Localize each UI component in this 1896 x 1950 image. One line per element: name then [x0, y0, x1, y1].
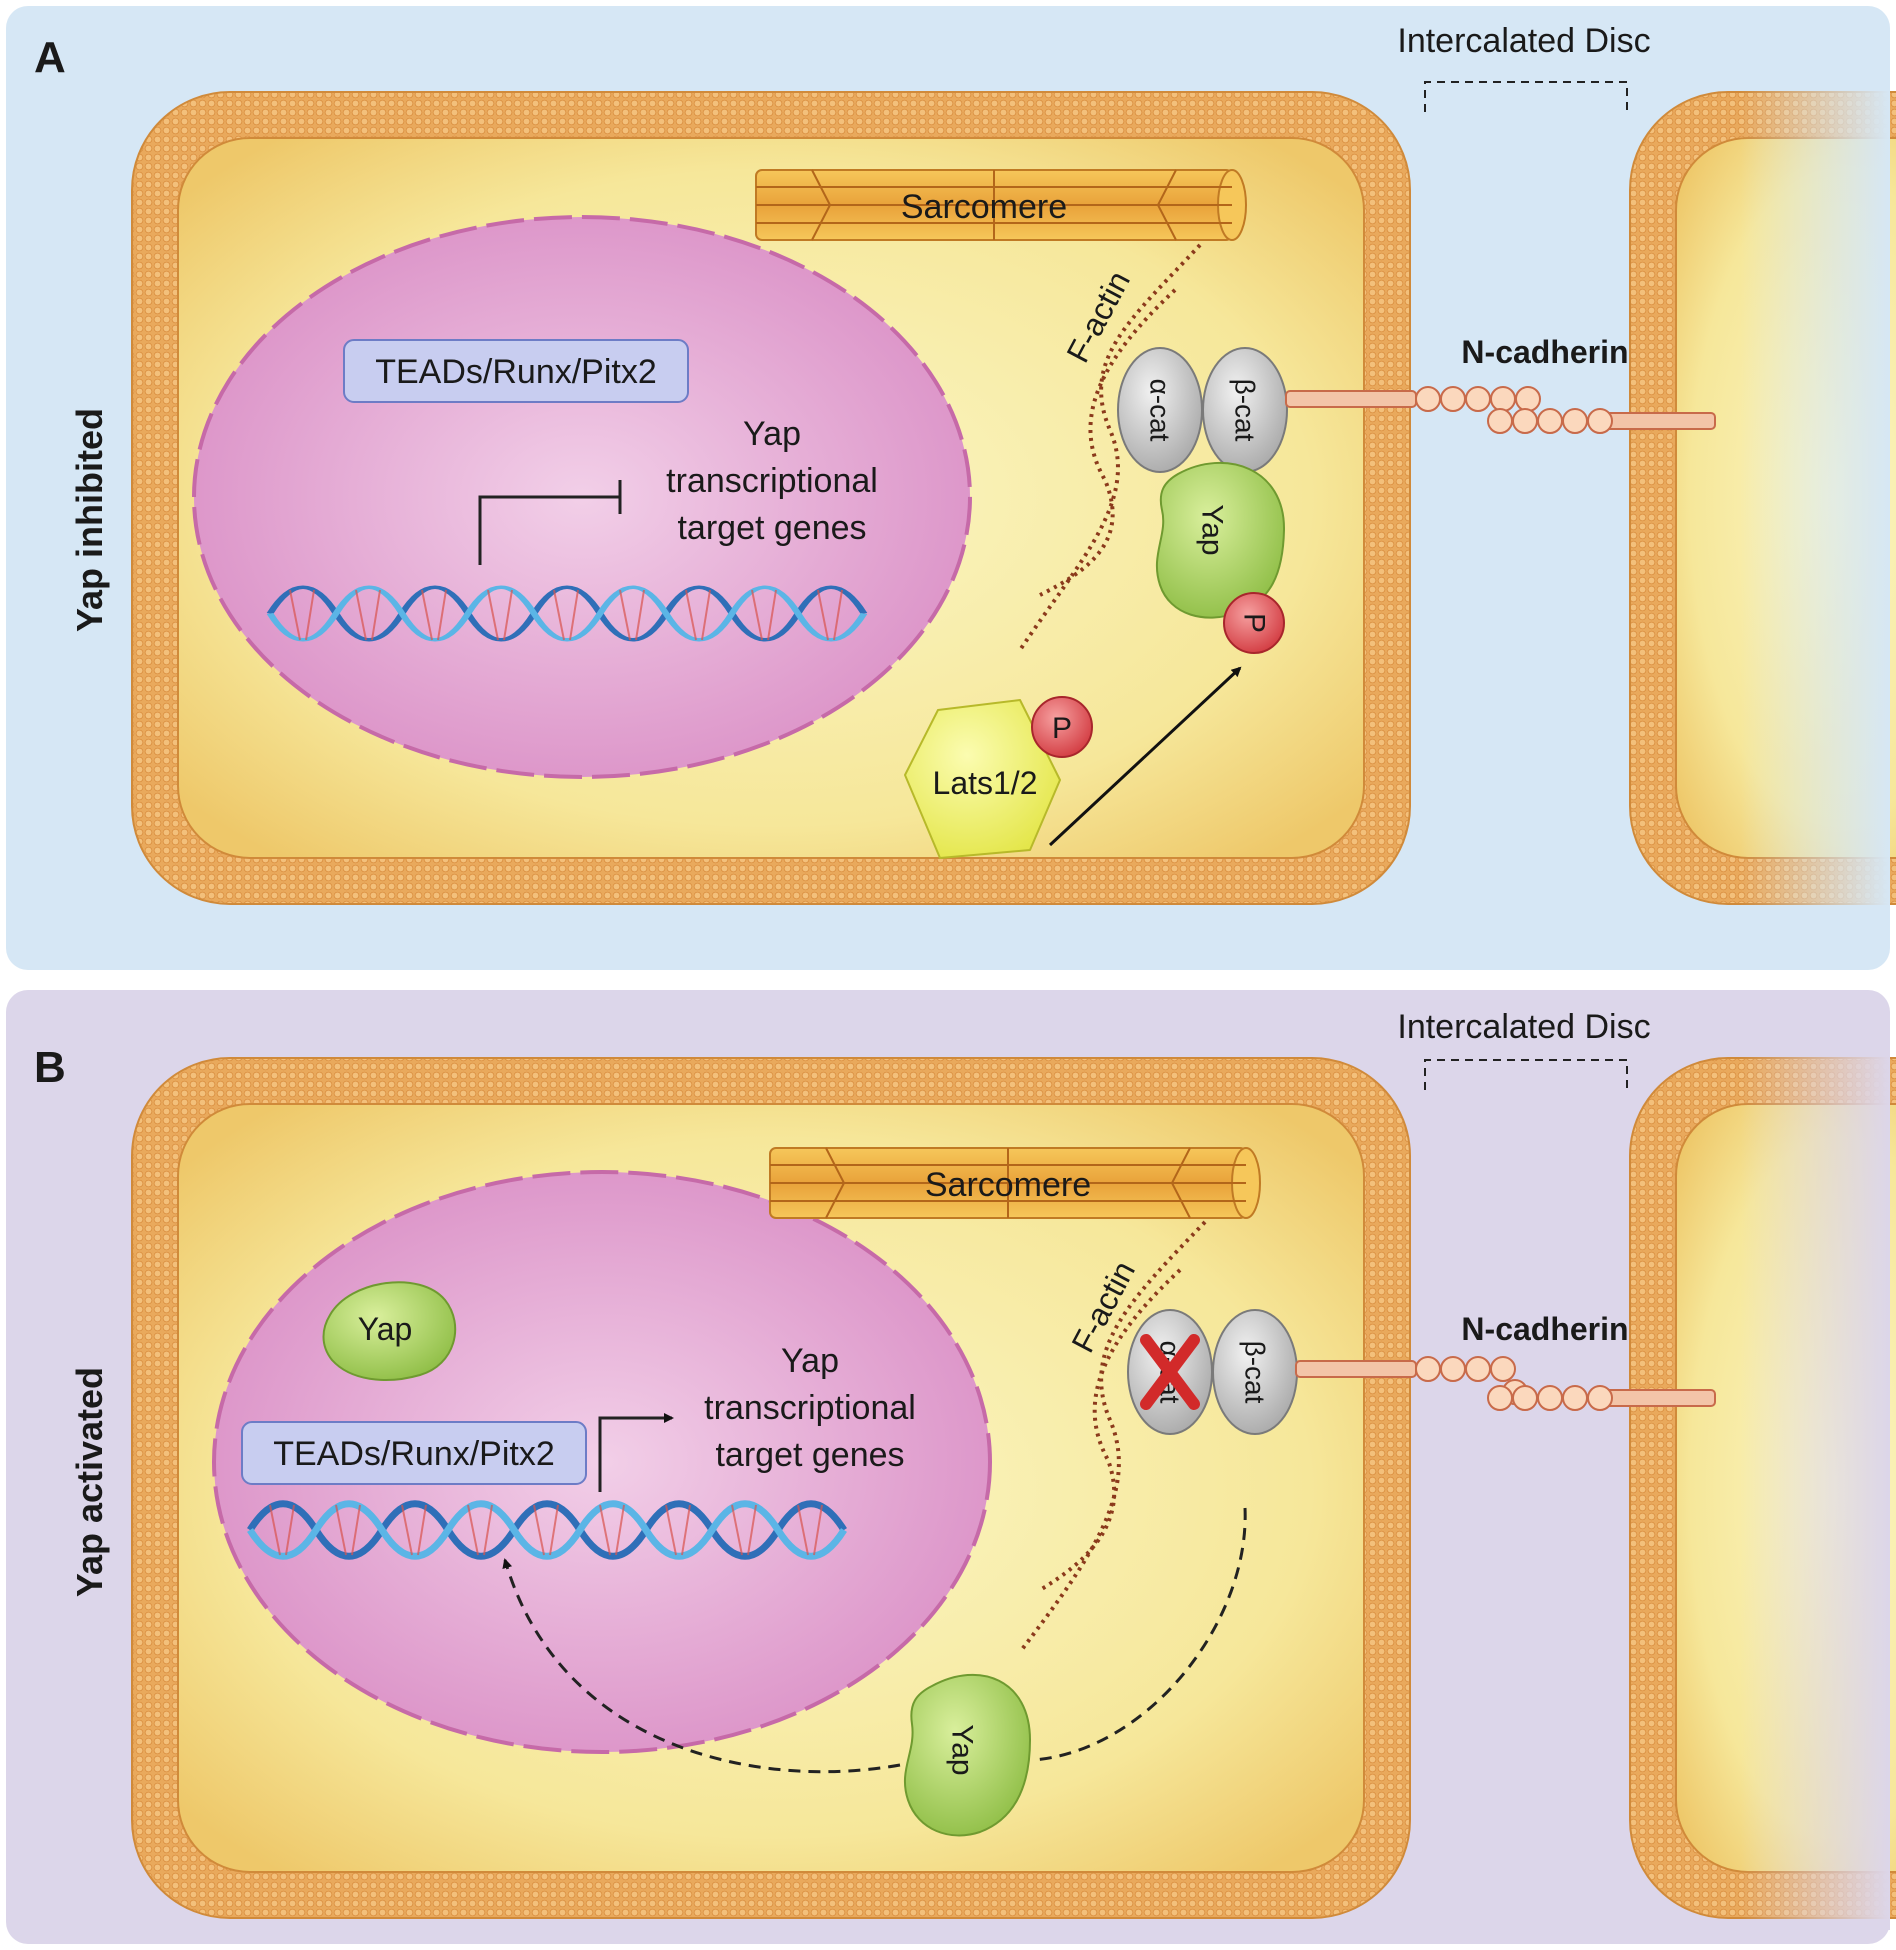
tead-factor-label: TEADs/Runx/Pitx2: [375, 353, 657, 391]
beta-catenin-b: β-cat: [1212, 1309, 1298, 1435]
panel-b: Yap TEADs/Runx/Pitx2 Yap transcriptional…: [6, 990, 1896, 1944]
alpha-catenin: α-cat: [1117, 347, 1203, 473]
deletion-cross-icon: [1140, 1334, 1200, 1410]
neighbor-cell-b: [1629, 1046, 1896, 1930]
dna-helix: [266, 585, 868, 642]
tead-factor-box-b: TEADs/Runx/Pitx2: [241, 1421, 587, 1485]
yap-cytoplasmic-label: Yap: [946, 1724, 979, 1775]
f-actin-filaments: [1018, 243, 1202, 652]
nuclear-translocation-path: [502, 1558, 901, 1774]
beta-catenin-label-b: β-cat: [1240, 1341, 1271, 1404]
phosphate-yap-label: P: [1238, 613, 1271, 633]
neighbor-cell: [1629, 80, 1896, 916]
inhibition-symbol: [478, 480, 622, 565]
phosphate-on-yap: P: [1223, 592, 1285, 654]
yap-protein-bound: Yap: [1155, 461, 1286, 619]
intercalated-disc-label-b: Intercalated Disc: [1397, 1008, 1650, 1046]
intercalated-disc-bracket: [1424, 81, 1628, 112]
f-actin-filaments-b: [1018, 1220, 1207, 1654]
target-genes-b-line2: transcriptional: [704, 1389, 916, 1427]
sarcomere-b: Sarcomere: [769, 1147, 1261, 1219]
beta-catenin-label: β-cat: [1230, 379, 1261, 442]
yap-nuclear: Yap: [322, 1281, 457, 1381]
activation-arrow: [598, 1413, 674, 1492]
sarcomere-label-b: Sarcomere: [925, 1166, 1091, 1204]
tead-factor-box: TEADs/Runx/Pitx2: [343, 339, 689, 403]
alpha-catenin-label: α-cat: [1145, 379, 1176, 442]
target-genes-line3: target genes: [677, 509, 866, 547]
target-genes-line2: transcriptional: [666, 462, 878, 500]
target-genes-line1: Yap: [743, 415, 801, 453]
panel-a-side-label: Yap inhibited: [69, 408, 110, 632]
phosphate-on-lats: P: [1031, 696, 1093, 758]
panel-a-letter: A: [34, 33, 66, 82]
panel-a: TEADs/Runx/Pitx2 Yap transcriptional tar…: [6, 6, 1896, 970]
lats-kinase: Lats1/2: [904, 699, 1061, 859]
n-cadherin-label: N-cadherin: [1461, 334, 1628, 370]
n-cadherin-b: [1295, 1356, 1716, 1411]
yap-nuclear-label: Yap: [358, 1311, 413, 1347]
lats-label: Lats1/2: [933, 765, 1038, 801]
sarcomere-label: Sarcomere: [901, 188, 1067, 226]
n-cadherin: [1285, 386, 1716, 434]
n-cadherin-label-b: N-cadherin: [1461, 1311, 1628, 1347]
intercalated-disc-label: Intercalated Disc: [1397, 22, 1650, 60]
beta-catenin: β-cat: [1202, 347, 1288, 473]
alpha-catenin-b: α-cat: [1127, 1309, 1213, 1435]
dna-helix-b: [247, 1500, 847, 1560]
panel-b-side-label: Yap activated: [69, 1367, 110, 1597]
phosphate-lats-label: P: [1052, 712, 1072, 745]
yap-cytoplasmic: Yap: [903, 1673, 1032, 1837]
target-genes-b-line1: Yap: [781, 1342, 839, 1380]
yap-bound-label: Yap: [1196, 504, 1229, 555]
phosphorylation-arrow: [1048, 666, 1242, 847]
release-path: [1033, 1507, 1247, 1762]
intercalated-disc-bracket-b: [1424, 1059, 1628, 1090]
panel-b-letter: B: [34, 1043, 66, 1092]
tead-factor-label-b: TEADs/Runx/Pitx2: [273, 1435, 555, 1473]
sarcomere: Sarcomere: [755, 169, 1247, 241]
target-genes-b-line3: target genes: [715, 1436, 904, 1474]
